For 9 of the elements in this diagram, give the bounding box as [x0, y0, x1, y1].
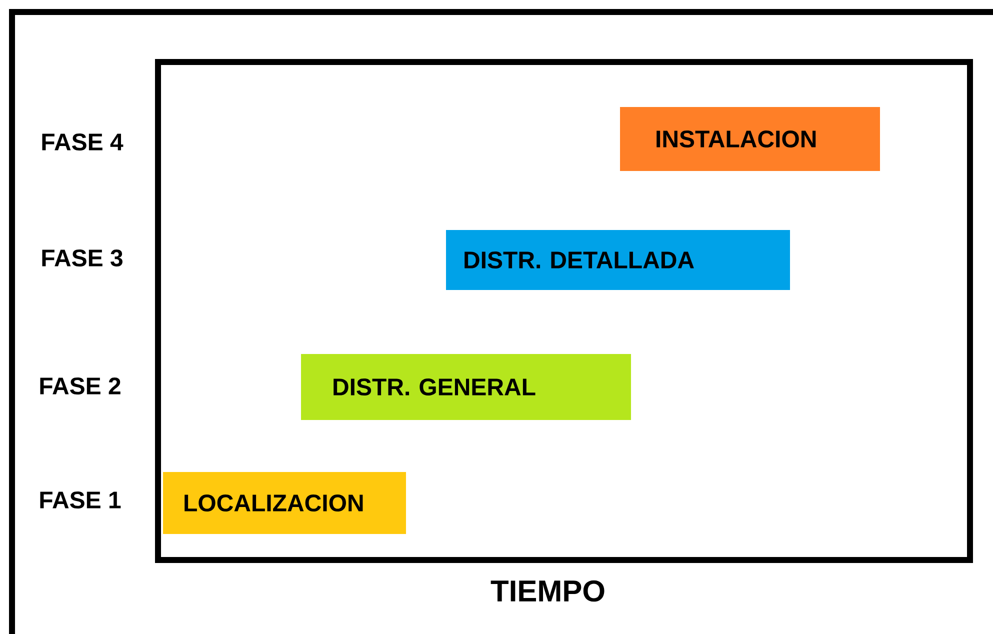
phase-bar: DISTR. GENERAL: [301, 354, 631, 420]
phase-bar: DISTR. DETALLADA: [446, 230, 790, 290]
row-label: FASE 1: [40, 492, 121, 508]
row-label: FASE 2: [40, 378, 120, 394]
axis-label: TIEMPO: [490, 580, 604, 602]
phase-bar: INSTALACION: [620, 107, 880, 171]
phase-bar: LOCALIZACION: [163, 472, 406, 534]
row-label: FASE 3: [42, 250, 122, 266]
row-label: FASE 4: [42, 134, 124, 150]
